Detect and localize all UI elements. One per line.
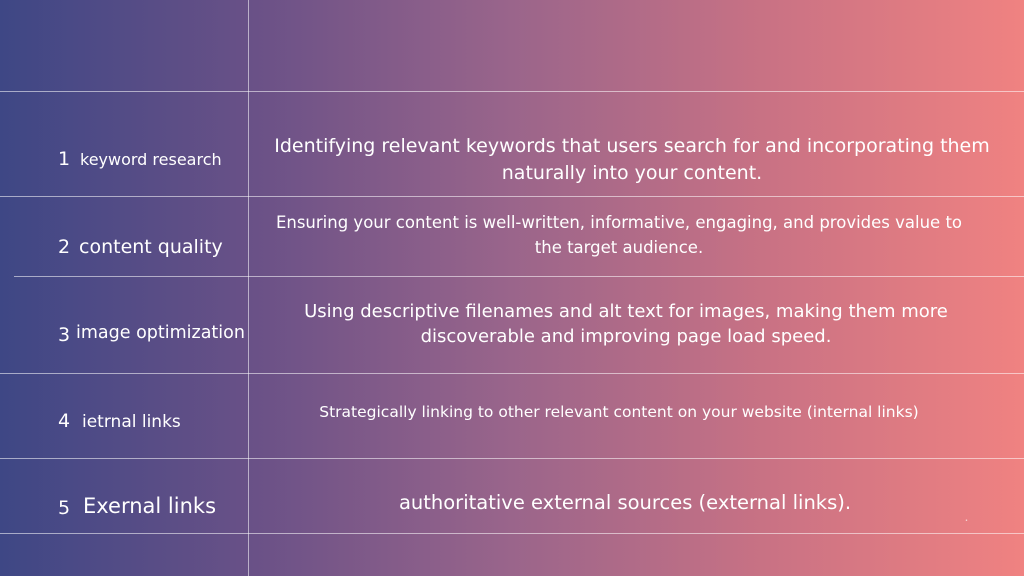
row-divider	[0, 533, 1024, 534]
row-description: Using descriptive filenames and alt text…	[304, 301, 948, 348]
row-description: Ensuring your content is well-written, i…	[275, 213, 963, 258]
row-label: ietrnal links	[82, 412, 181, 432]
row-divider	[0, 458, 1024, 459]
row-divider	[0, 91, 1024, 92]
row-number: 2	[58, 236, 71, 258]
row-number: 3	[58, 324, 71, 346]
row-label: Exernal links	[83, 494, 217, 518]
row-label: image optimization	[76, 323, 245, 343]
column-divider	[248, 0, 249, 576]
row-label: content quality	[79, 236, 223, 258]
row-number: 4	[58, 410, 71, 432]
corner-mark: •	[965, 518, 968, 524]
row-divider	[0, 196, 1024, 197]
row-divider	[0, 373, 1024, 374]
row-number: 1	[58, 148, 71, 170]
row-description: Strategically linking to other relevant …	[319, 403, 919, 421]
row-number: 5	[58, 497, 71, 519]
row-description: Identifying relevant keywords that users…	[274, 135, 990, 184]
row-divider	[14, 276, 1024, 277]
row-label: keyword research	[80, 150, 222, 169]
row-description: authoritative external sources (external…	[398, 491, 852, 514]
